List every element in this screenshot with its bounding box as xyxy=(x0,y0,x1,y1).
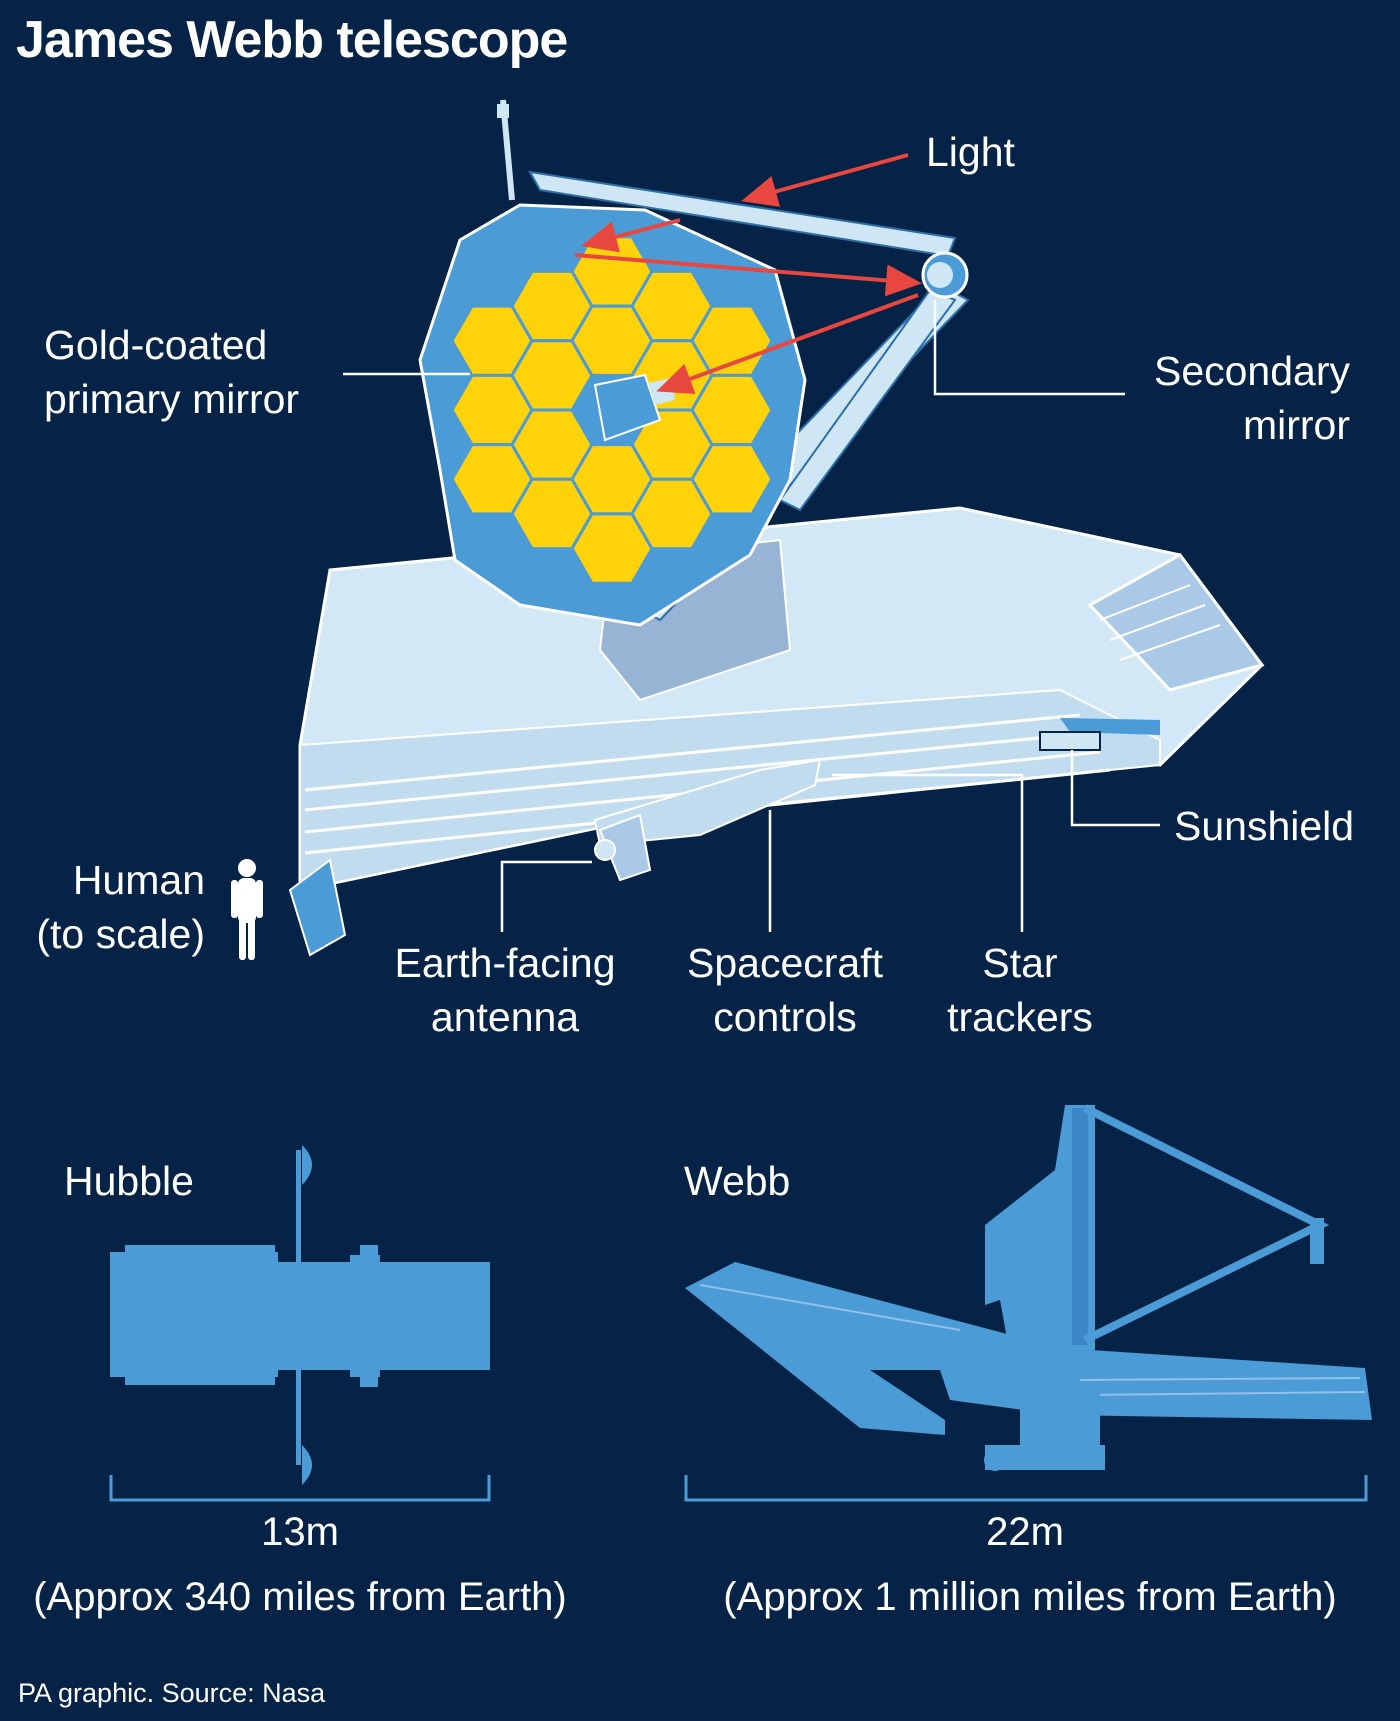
spacecraft-controls-label: Spacecraft controls xyxy=(687,940,883,1040)
secondary-mirror xyxy=(921,251,969,299)
mirror-segment xyxy=(690,443,774,516)
hubble-name: Hubble xyxy=(64,1158,194,1204)
webb-scale-bar xyxy=(684,1475,1368,1502)
webb-silhouette xyxy=(685,1104,1372,1471)
light-label: Light xyxy=(926,129,1015,175)
human-label: Human (to scale) xyxy=(36,857,205,957)
spacecraft-bus xyxy=(593,758,822,882)
hubble-silhouette xyxy=(110,1145,490,1485)
source-credit: PA graphic. Source: Nasa xyxy=(18,1678,326,1708)
leader-lines xyxy=(343,300,1160,932)
webb-name: Webb xyxy=(684,1158,791,1204)
secondary-mirror-label: Secondary mirror xyxy=(1153,348,1350,448)
webb-size: 22m xyxy=(986,1510,1064,1554)
antenna-label: Earth-facing antenna xyxy=(394,940,616,1040)
star-trackers-label: Star trackers xyxy=(947,940,1093,1040)
hubble-size: 13m xyxy=(261,1510,339,1554)
human-silhouette xyxy=(231,859,263,960)
primary-mirror xyxy=(418,203,807,627)
hubble-distance: (Approx 340 miles from Earth) xyxy=(33,1575,567,1619)
hubble-scale-bar xyxy=(109,1475,491,1502)
light-path-arrows xyxy=(574,153,922,394)
primary-mirror-label: Gold-coated primary mirror xyxy=(44,322,300,422)
page-title: James Webb telescope xyxy=(16,11,568,69)
webb-distance: (Approx 1 million miles from Earth) xyxy=(723,1575,1337,1619)
sunshield-label: Sunshield xyxy=(1174,803,1355,849)
